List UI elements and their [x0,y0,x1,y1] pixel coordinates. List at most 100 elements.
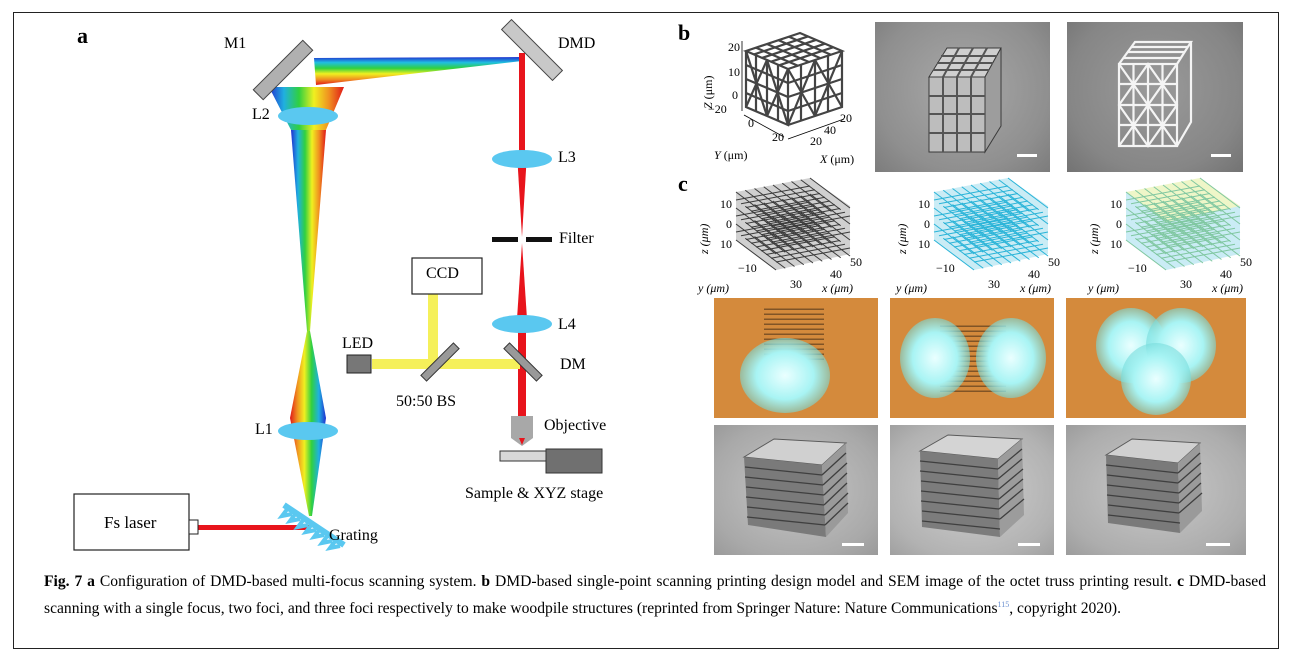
lattice-rod [948,228,1024,244]
c2-y-label: y (μm) [895,281,927,295]
c2-x-label: x (μm) [1019,281,1051,295]
lens-l3 [492,150,552,168]
lattice-rod [1145,200,1221,216]
dichroic-mirror-icon [503,342,543,382]
lattice-rod [1130,189,1206,205]
lattice-rod [1150,204,1226,220]
lattice-rod [1130,221,1206,237]
lattice-rod [809,193,851,225]
lattice-rod [770,227,846,243]
lattice-rod [963,240,1039,255]
lattice-rod [952,236,993,267]
c2-z-tick-0: 10 [918,197,930,211]
label-l1: L1 [255,421,273,438]
lattice-rod [772,232,814,264]
lattice-rod [1165,247,1241,263]
yellow-beam-ccd [428,291,438,367]
woodpile-lattice-1 [735,177,851,271]
label-dmd: DMD [558,35,596,52]
b-y-tick-1: 0 [748,116,754,130]
lattice-rod [740,189,816,205]
lattice-rod [933,185,1009,201]
lattice-rod [809,209,851,241]
lattice-rod [943,193,1019,208]
lattice-rod [953,200,1029,216]
caption-c-text: DMD-based scanning with a single focus, … [44,573,1267,617]
label-l2: L2 [252,106,270,123]
lattice-rod [750,228,826,244]
lattice-rod [958,220,1034,236]
lattice-rod [1160,211,1236,227]
ccd-box [411,257,483,295]
lattice-rod [1145,216,1221,232]
lattice-rod [1134,237,1176,269]
lattice-rod [750,196,826,212]
lattice-rod [1199,177,1241,209]
lattice-rod [1007,209,1049,241]
figure-frame: a [13,12,1279,649]
woodpile-lattice-3 [1125,177,1241,271]
c1-y-tick-1: 30 [790,277,802,291]
lattice-rod [973,247,1049,263]
c3-z-label: z (μm) [1087,224,1101,255]
label-stage: Sample & XYZ stage [465,485,604,502]
lattice-rod [968,211,1044,227]
lattice-rod [1160,227,1236,243]
caption-b-text: DMD-based single-point scanning printing… [490,573,1178,590]
lattice-rod [754,236,795,267]
rainbow-beam-l2-focus [291,130,326,331]
sem-image-octet-2 [1067,22,1243,172]
lattice-rod [1155,208,1231,223]
lattice-rod [973,215,1049,231]
rainbow-beam-focus-l1 [290,331,326,418]
lattice-rod [953,216,1029,232]
yellow-beam-horizontal [372,359,520,369]
panel-b-letter: b [678,20,691,45]
optical-setup-diagram [73,18,603,551]
lattice-rod [1125,239,1167,271]
optical-image-three-foci [1066,298,1246,418]
b-z-tick-2: 0 [732,88,738,102]
lattice-rod [781,230,823,262]
lattice-rod [745,225,821,240]
lattice-rod [1125,201,1201,217]
lattice-rod [1135,209,1211,224]
caption-reference[interactable]: 115 [997,599,1010,609]
lattice-rod [800,227,842,259]
octet-truss-3d: 20 10 0 −20 0 20 20 40 20 Z (μm) Y (μm) … [701,31,854,166]
rainbow-beam-top [314,57,522,85]
label-grating: Grating [329,527,378,544]
m1-mirror [252,39,314,101]
lattice-rod [735,201,811,217]
lattice-rod [989,229,1030,260]
lattice-rod [958,204,1034,220]
lattice-rod [963,224,1039,239]
c1-z-tick-0: 10 [720,197,732,211]
label-ccd: CCD [426,265,459,282]
label-l3: L3 [558,149,576,166]
lattice-rod [770,211,846,227]
filter-left [492,237,518,242]
lattice-rod [968,243,1044,259]
lattice-rod [755,216,831,232]
lattice-rod [998,227,1040,259]
b-z-tick-0: 20 [728,40,740,54]
b-x-tick-0: 20 [810,134,822,148]
label-objective: Objective [544,417,607,434]
lattice-rod [1165,215,1241,231]
lattice-rod [775,215,851,231]
label-m1: M1 [224,35,247,52]
lattice-rod [760,204,836,220]
c2-z-tick-2: 10 [918,237,930,251]
rainbow-beam-l1-grating [290,418,326,516]
sample-slide [499,450,547,462]
c2-y-tick-0: −10 [936,261,955,275]
lattice-rod [963,208,1039,223]
lens-l4 [492,315,552,333]
b-z-label: Z (μm) [701,76,715,109]
panel-a-letter: a [77,23,88,48]
lattice-rod [1135,225,1211,240]
woodpile-plot-two-foci: 10 0 10 −10 30 40 50 z (μm) y (μm) x (μm… [884,176,1074,296]
c1-x-tick-0: 40 [830,267,842,281]
lattice-rod [938,221,1014,237]
